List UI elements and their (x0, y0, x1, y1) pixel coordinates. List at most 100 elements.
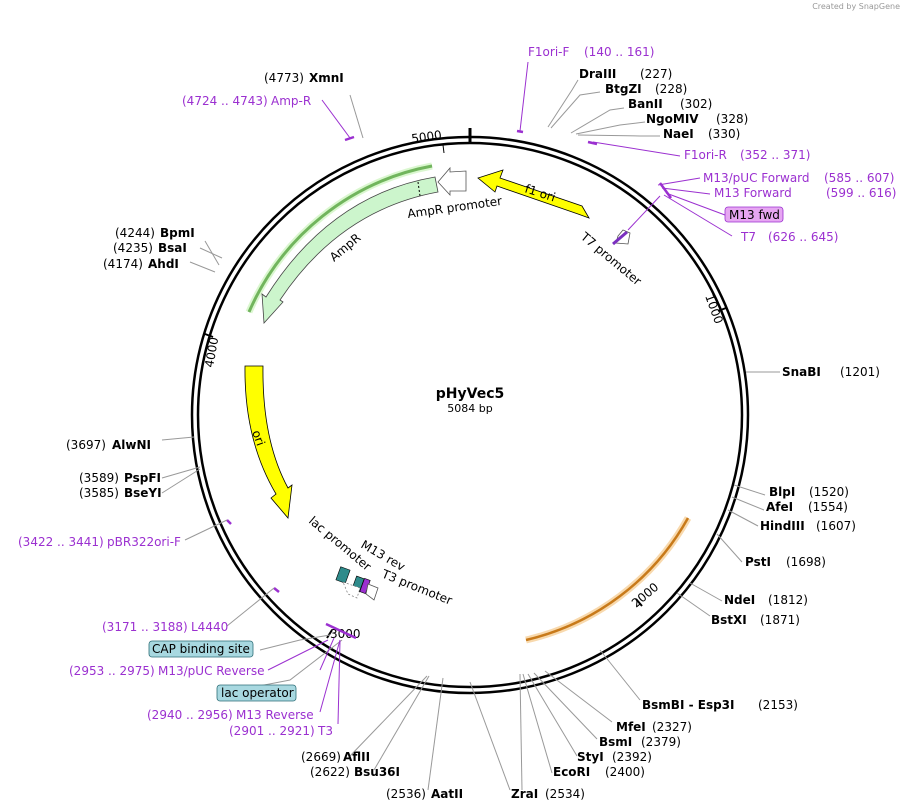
orf-arc-green-glow (245, 162, 433, 314)
enzyme-label[interactable]: BanII (628, 97, 663, 111)
m13-fwd-label: M13 fwd (729, 208, 780, 222)
primer-label[interactable]: M13/pUC Forward (703, 171, 810, 185)
feature-ori[interactable] (244, 365, 293, 519)
feature-label-ori: ori (249, 428, 267, 447)
enzyme-pos: (3585) (79, 486, 119, 500)
feature-f1-ori[interactable] (477, 169, 590, 219)
tick-marks (204, 144, 727, 639)
enzyme-pos: (2669) (301, 750, 341, 764)
enzyme-label[interactable]: Bsu36I (354, 765, 400, 779)
enzyme-label[interactable]: PstI (745, 555, 771, 569)
primer-label[interactable]: F1ori-F (528, 45, 569, 59)
primer-label[interactable]: F1ori-R (684, 148, 727, 162)
orf-arc-orange (525, 517, 690, 642)
enzyme-label[interactable]: PspFI (124, 471, 161, 485)
leader-lines (161, 79, 780, 791)
lac-operator-box[interactable] (216, 684, 297, 702)
enzyme-pos: (2536) (386, 787, 426, 801)
backbone-outer (190, 135, 750, 695)
feature-label-t7-promoter: T7 promoter (577, 229, 644, 288)
enzyme-label[interactable]: BsmI (599, 735, 632, 749)
feature-label-t3-promoter: T3 promoter (379, 566, 454, 607)
enzyme-pos: (1201) (840, 365, 880, 379)
enzyme-label[interactable]: BlpI (769, 485, 795, 499)
enzyme-label[interactable]: EcoRI (553, 765, 590, 779)
enzyme-pos: (1698) (786, 555, 826, 569)
t7-primer-mark (612, 230, 628, 246)
enzyme-pos: (3697) (66, 438, 106, 452)
primer-label[interactable]: Amp-R (271, 94, 311, 108)
feature-t3-arrow[interactable] (365, 583, 379, 601)
snapgene-credit: Created by SnapGene (812, 2, 900, 11)
enzyme-label[interactable]: BstXI (711, 613, 747, 627)
enzyme-pos: (4773) (264, 71, 304, 85)
plasmid-length: 5084 bp (447, 402, 492, 415)
primer-label[interactable]: M13 Reverse (236, 708, 314, 722)
feature-lac-promoter-arrow[interactable] (342, 581, 361, 599)
primer-marks (226, 129, 673, 640)
enzyme-label[interactable]: HindIII (760, 519, 805, 533)
primer-label[interactable]: L4440 (191, 620, 228, 634)
enzyme-label[interactable]: AflII (343, 750, 370, 764)
primer-range: (585 .. 607) (824, 171, 894, 185)
primer-range: (3171 .. 3188) (102, 620, 188, 634)
feature-ampr-promoter-arrow[interactable] (437, 166, 467, 197)
enzyme-pos: (4235) (113, 241, 153, 255)
primer-range: (2953 .. 2975) (69, 664, 155, 678)
enzyme-pos: (227) (640, 67, 672, 81)
enzyme-label[interactable]: AhdI (148, 257, 179, 271)
enzyme-pos: (1871) (760, 613, 800, 627)
enzyme-label[interactable]: NdeI (724, 593, 755, 607)
primer-range: (4724 .. 4743) (182, 94, 268, 108)
cap-binding-site-box[interactable] (148, 640, 254, 658)
backbone-inner (196, 141, 744, 689)
enzyme-label[interactable]: StyI (577, 750, 604, 764)
enzyme-label[interactable]: SnaBI (782, 365, 821, 379)
enzyme-label[interactable]: AfeI (766, 500, 793, 514)
primer-label[interactable]: pBR322ori-F (107, 535, 181, 549)
enzyme-label[interactable]: AlwNI (112, 438, 151, 452)
primer-range: (626 .. 645) (768, 230, 838, 244)
primer-range: (2901 .. 2921) (229, 724, 315, 738)
enzyme-label[interactable]: BsmBI - Esp3I (642, 698, 734, 712)
primer-range: (140 .. 161) (584, 45, 654, 59)
enzyme-pos: (228) (655, 82, 687, 96)
tick-label-4000: 4000 (202, 336, 221, 369)
enzyme-pos: (2534) (545, 787, 585, 801)
enzyme-label[interactable]: BsaI (158, 241, 187, 255)
lac-region-cap[interactable] (335, 566, 351, 584)
enzyme-label[interactable]: BseYI (124, 486, 162, 500)
enzyme-label[interactable]: ZraI (511, 787, 538, 801)
enzyme-label[interactable]: NgoMIV (646, 112, 699, 126)
enzyme-pos: (2392) (612, 750, 652, 764)
enzyme-pos: (1520) (809, 485, 849, 499)
lac-operator-label: lac operator (221, 686, 294, 700)
enzyme-pos: (4244) (115, 226, 155, 240)
primer-range: (3422 .. 3441) (18, 535, 104, 549)
enzyme-pos: (1607) (816, 519, 856, 533)
enzyme-label[interactable]: AatII (431, 787, 463, 801)
primer-label[interactable]: T3 (317, 724, 333, 738)
enzyme-pos: (1554) (808, 500, 848, 514)
primer-label[interactable]: M13 Forward (714, 186, 792, 200)
enzyme-pos: (2379) (641, 735, 681, 749)
enzyme-pos: (1812) (768, 593, 808, 607)
enzyme-pos: (4174) (103, 257, 143, 271)
enzyme-label[interactable]: MfeI (616, 720, 646, 734)
primer-label[interactable]: T7 (740, 230, 756, 244)
enzyme-label[interactable]: DraIII (579, 67, 616, 81)
enzyme-pos: (330) (708, 127, 740, 141)
enzyme-label[interactable]: BpmI (160, 226, 195, 240)
enzyme-label[interactable]: XmnI (309, 71, 344, 85)
feature-ampr[interactable] (261, 176, 439, 324)
enzyme-label[interactable]: NaeI (663, 127, 694, 141)
primer-label[interactable]: M13/pUC Reverse (158, 664, 265, 678)
orf-arc-orange-glow (525, 516, 692, 644)
enzyme-pos: (3589) (79, 471, 119, 485)
primer-range: (2940 .. 2956) (147, 708, 233, 722)
feature-label-ampr-promoter: AmpR promoter (406, 194, 502, 221)
enzyme-label[interactable]: BtgZI (605, 82, 642, 96)
m13-fwd-box[interactable] (724, 206, 784, 223)
enzyme-pos: (302) (680, 97, 712, 111)
